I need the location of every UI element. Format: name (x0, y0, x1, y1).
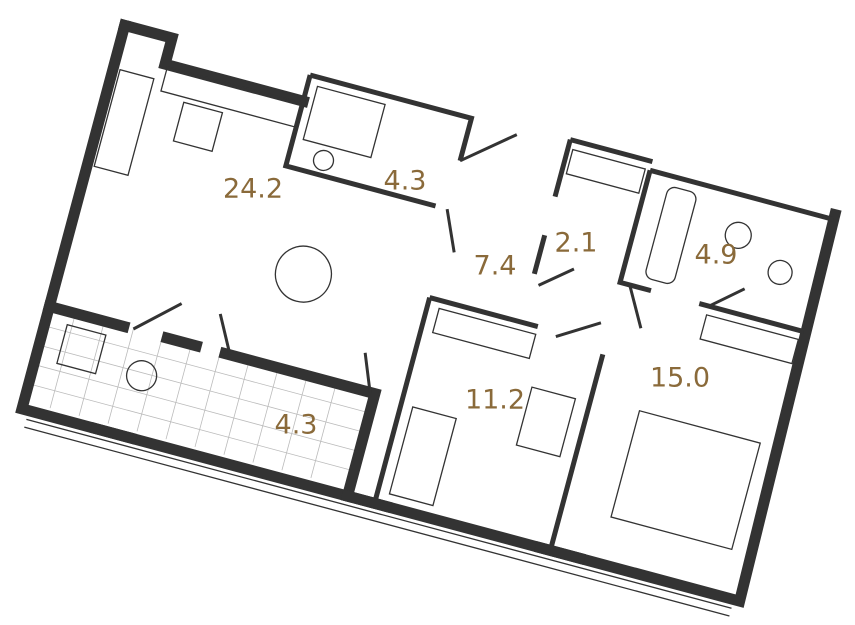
single-bed (388, 406, 458, 507)
kitchen-counter (160, 66, 304, 129)
shower (302, 85, 386, 159)
toilet (312, 149, 335, 172)
room-area-bedroom-2: 15.0 (649, 362, 711, 394)
armchair (172, 101, 224, 153)
wardrobe-shelf (565, 148, 647, 194)
walls (15, 18, 842, 608)
doors (132, 133, 746, 393)
balcony-table (125, 360, 158, 392)
toilet-2 (767, 259, 793, 286)
room-area-wardrobe: 2.1 (554, 227, 598, 259)
balcony-tiles (28, 313, 370, 479)
room-area-bathroom-1: 4.3 (383, 165, 427, 197)
bathtub (645, 186, 697, 285)
double-bed (610, 409, 762, 551)
furniture (56, 66, 800, 551)
room-area-bedroom-1: 11.2 (464, 384, 526, 416)
dining-table (274, 245, 333, 303)
room-area-balcony: 4.3 (274, 409, 318, 441)
wardrobe-closet (431, 307, 537, 360)
lounge-chair (56, 323, 107, 375)
windows (24, 418, 732, 617)
sink (724, 221, 752, 249)
wardrobe-closet-2 (699, 314, 800, 365)
sofa (93, 68, 155, 177)
room-area-hallway: 7.4 (473, 250, 517, 282)
room-area-bathroom-2: 4.9 (694, 239, 738, 271)
desk (515, 386, 577, 458)
room-area-kitchen-living: 24.2 (222, 173, 284, 205)
